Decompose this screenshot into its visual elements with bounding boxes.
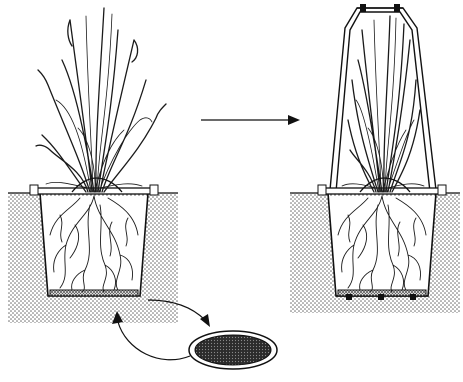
pot-interior-left [40,196,148,296]
lifted-basket-panel [290,4,460,313]
bottom-clip-b [378,294,384,300]
rim-clip-right-a [318,185,326,195]
planted-basket-panel [8,8,178,323]
bottom-clip-a [346,294,352,300]
rim-clip-right-b [438,185,446,195]
mesh-bottom-left [50,290,138,296]
pot-interior-right [328,196,436,296]
rim-clip-left-a [30,185,38,195]
rim-clip-left-b [150,185,158,195]
mesh-disc [189,331,277,369]
grass-clump-right [342,16,424,192]
arrow-right [201,115,300,125]
bottom-clip-c [410,294,416,300]
grass-clump-left [36,8,166,192]
